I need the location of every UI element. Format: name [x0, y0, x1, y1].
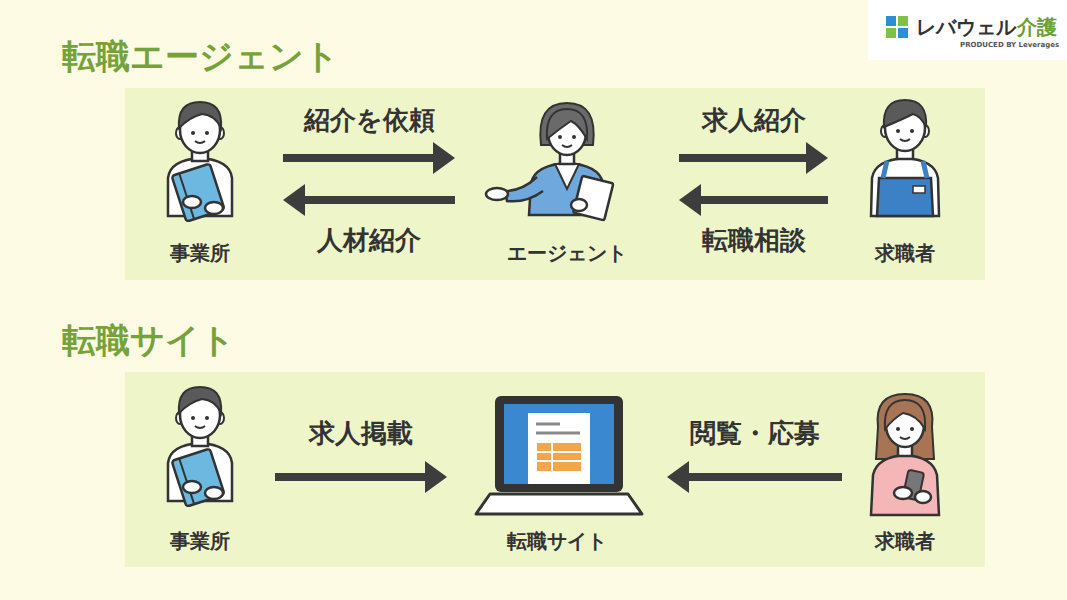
arrow-shaft — [303, 196, 455, 204]
actor-node: 求職者 — [828, 96, 982, 272]
flow-arrow — [283, 142, 455, 174]
office-worker-illustration — [168, 102, 232, 222]
flow-arrow — [275, 461, 447, 493]
arrow-shaft — [275, 473, 427, 481]
actor-caption: 求職者 — [875, 240, 935, 272]
logo-box — [868, 0, 1067, 60]
arrow-label: 求人紹介 — [702, 104, 806, 136]
actor-node: 事業所 — [117, 96, 283, 272]
arrow-head — [283, 184, 305, 216]
actor-caption: エージェント — [507, 240, 627, 272]
actor-caption: 事業所 — [170, 240, 230, 272]
laptop-illustration — [476, 396, 642, 514]
arrow-head — [679, 184, 701, 216]
arrow-shaft — [699, 196, 828, 204]
actor-node: エージェント — [455, 96, 679, 272]
logo-text: レバウェル — [916, 14, 1016, 41]
arrow-head — [425, 461, 447, 493]
section-band: 転職サイト事業所転職サイト求職者 — [125, 372, 985, 567]
logo-text: 介護 — [1017, 14, 1057, 41]
flow-arrow — [679, 184, 828, 216]
logo-icon — [886, 16, 908, 38]
section-title: 転職エージェント — [62, 34, 339, 78]
arrow-label: 閲覧・応募 — [690, 417, 820, 449]
arrow-head — [433, 142, 455, 174]
actor-node: 転職サイト — [447, 380, 667, 560]
section-band: 転職エージェント事業所エージェント求職者 — [125, 88, 985, 280]
actor-caption: 転職サイト — [507, 528, 607, 560]
section-title: 転職サイト — [62, 318, 235, 362]
actor-node: 求職者 — [842, 380, 968, 560]
job-seeker-illustration — [871, 394, 939, 515]
actor-caption: 事業所 — [170, 528, 230, 560]
actor-node: 事業所 — [125, 380, 275, 560]
arrow-shaft — [679, 154, 808, 162]
job-seeker-illustration — [871, 100, 939, 216]
office-worker-illustration — [168, 387, 232, 507]
arrow-label: 転職相談 — [702, 224, 806, 256]
arrow-label: 人材紹介 — [317, 224, 421, 256]
actor-caption: 求職者 — [875, 528, 935, 560]
arrow-shaft — [687, 473, 842, 481]
flow-arrow — [283, 184, 455, 216]
arrow-label: 紹介を依頼 — [304, 104, 435, 136]
arrow-head — [806, 142, 828, 174]
flow-arrow — [667, 461, 842, 493]
arrow-label: 求人掲載 — [309, 417, 413, 449]
arrow-shaft — [283, 154, 435, 162]
arrow-head — [667, 461, 689, 493]
agent-illustration — [486, 103, 613, 220]
flow-arrow — [679, 142, 828, 174]
logo-text: PRODUCED BY Leverages — [960, 41, 1059, 49]
